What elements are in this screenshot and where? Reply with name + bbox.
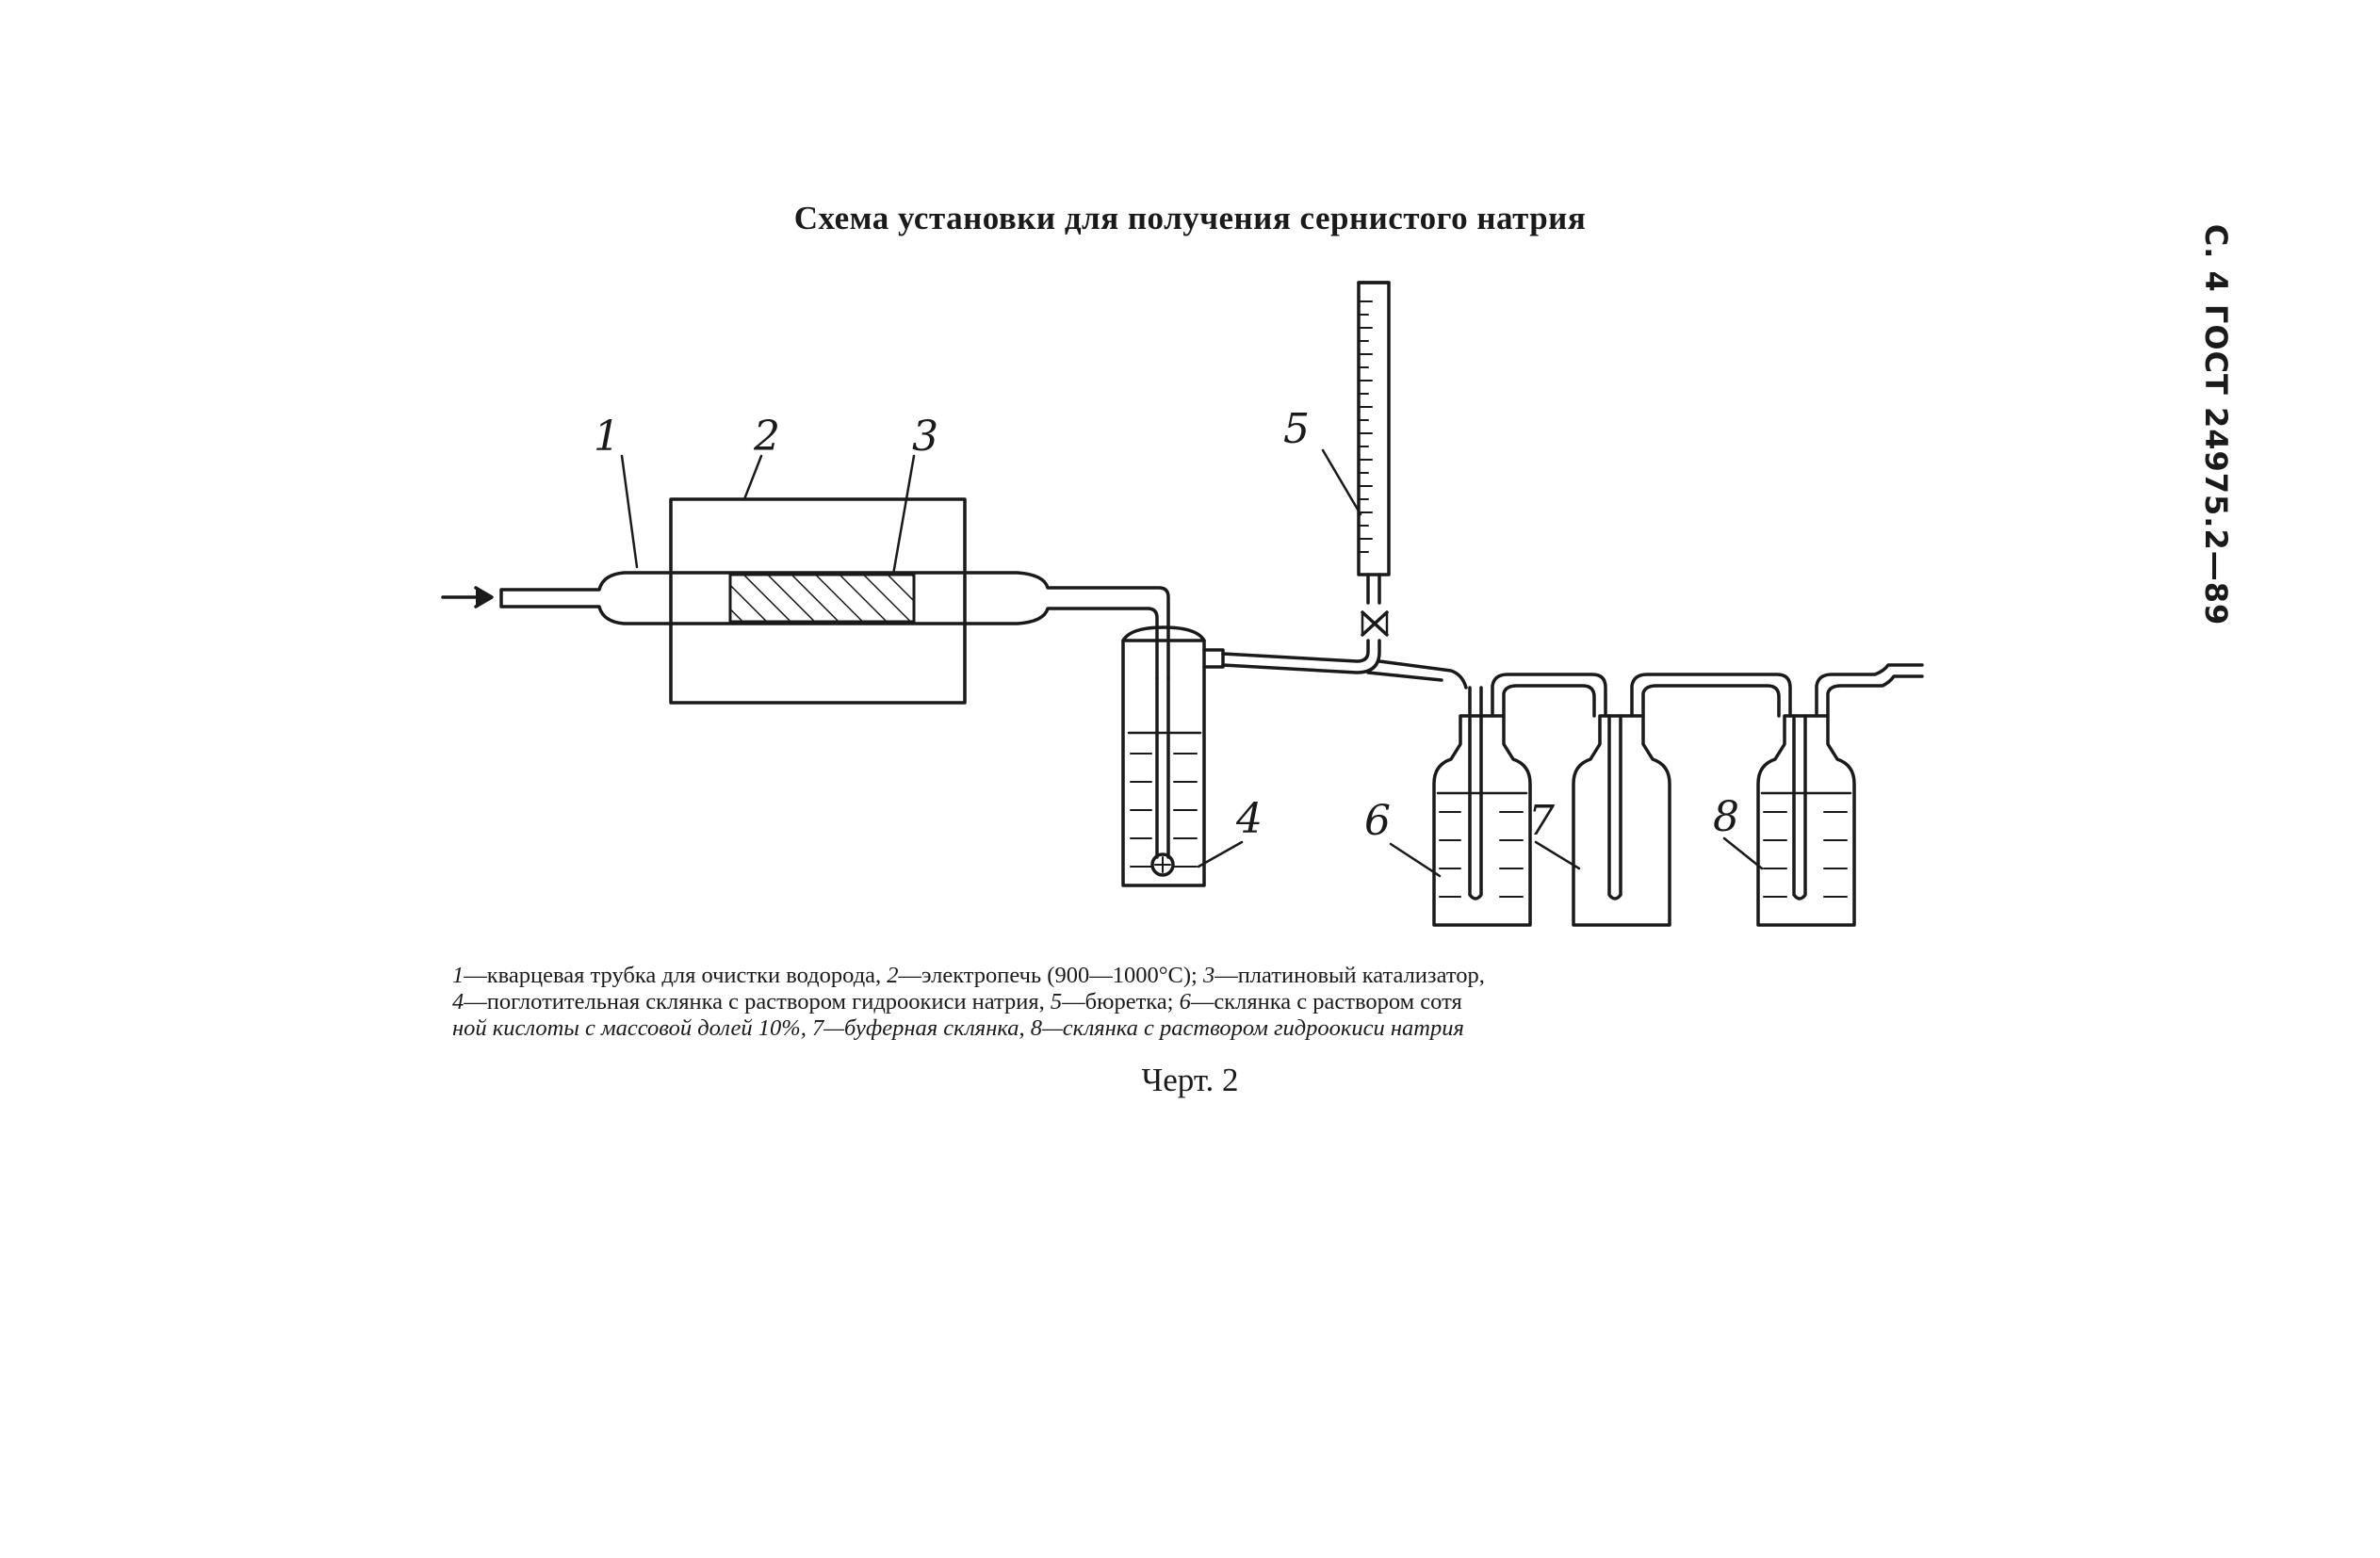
gas-inlet-arrow [441,586,494,609]
legend-text: ной кислоты с массовой долей 10%, [452,1015,812,1041]
burette-5 [1357,281,1391,637]
legend-line-3: ной кислоты с массовой долей 10%, 7—буфе… [452,1015,1903,1042]
absorption-vessel-4 [1121,625,1225,887]
label-8: 8 [1713,793,1739,841]
label-2: 2 [753,413,780,461]
diagram-title: Схема установки для получения сернистого… [793,200,1587,236]
bottle-6 [1432,686,1532,927]
legend-text: —электропечь (900—1000°С); [898,963,1203,988]
label-6: 6 [1364,797,1391,845]
legend-num: 1 [452,963,465,988]
legend-num: 2 [887,963,899,988]
legend-num: 6 [1179,989,1191,1014]
label-5: 5 [1283,405,1310,453]
leader-lines [620,448,1764,878]
connector-7-8 [1630,673,1792,718]
legend-text: —склянка с раствором гидроокиси натрия [1041,1015,1464,1041]
legend-text: —поглотительная склянка с раствором гидр… [464,989,1051,1014]
platinum-catalyst [728,573,916,624]
gas-line [1221,639,1468,690]
legend-text: —платиновый катализатор, [1214,963,1485,988]
label-7: 7 [1528,797,1555,845]
legend-num: 5 [1050,989,1063,1014]
legend-num: 3 [1202,963,1215,988]
label-1: 1 [594,413,620,461]
electric-furnace [669,497,967,705]
figure-caption: Черт. 2 [1141,1062,1239,1098]
connector-6-7 [1491,673,1607,718]
legend-num: 8 [1030,1015,1042,1041]
legend-line-2: 4—поглотительная склянка с раствором гид… [452,989,1903,1015]
quartz-tube [499,571,1170,680]
bottle-7 [1572,714,1671,927]
legend-text: —склянка с раствором сотя [1190,989,1462,1014]
label-3: 3 [912,413,938,461]
legend-text: —кварцевая трубка для очистки водорода, [464,963,888,988]
legend-num: 7 [811,1015,824,1041]
exhaust-tube [1815,663,1924,718]
label-4: 4 [1235,795,1263,843]
bottle-8 [1756,714,1856,927]
legend-text: —бюретка; [1062,989,1180,1014]
legend-line-1: 1—кварцевая трубка для очистки водорода,… [452,963,1903,989]
legend: 1—кварцевая трубка для очистки водорода,… [452,963,1903,1042]
legend-num: 4 [452,989,465,1014]
legend-text: —буферная склянка, [823,1015,1031,1041]
